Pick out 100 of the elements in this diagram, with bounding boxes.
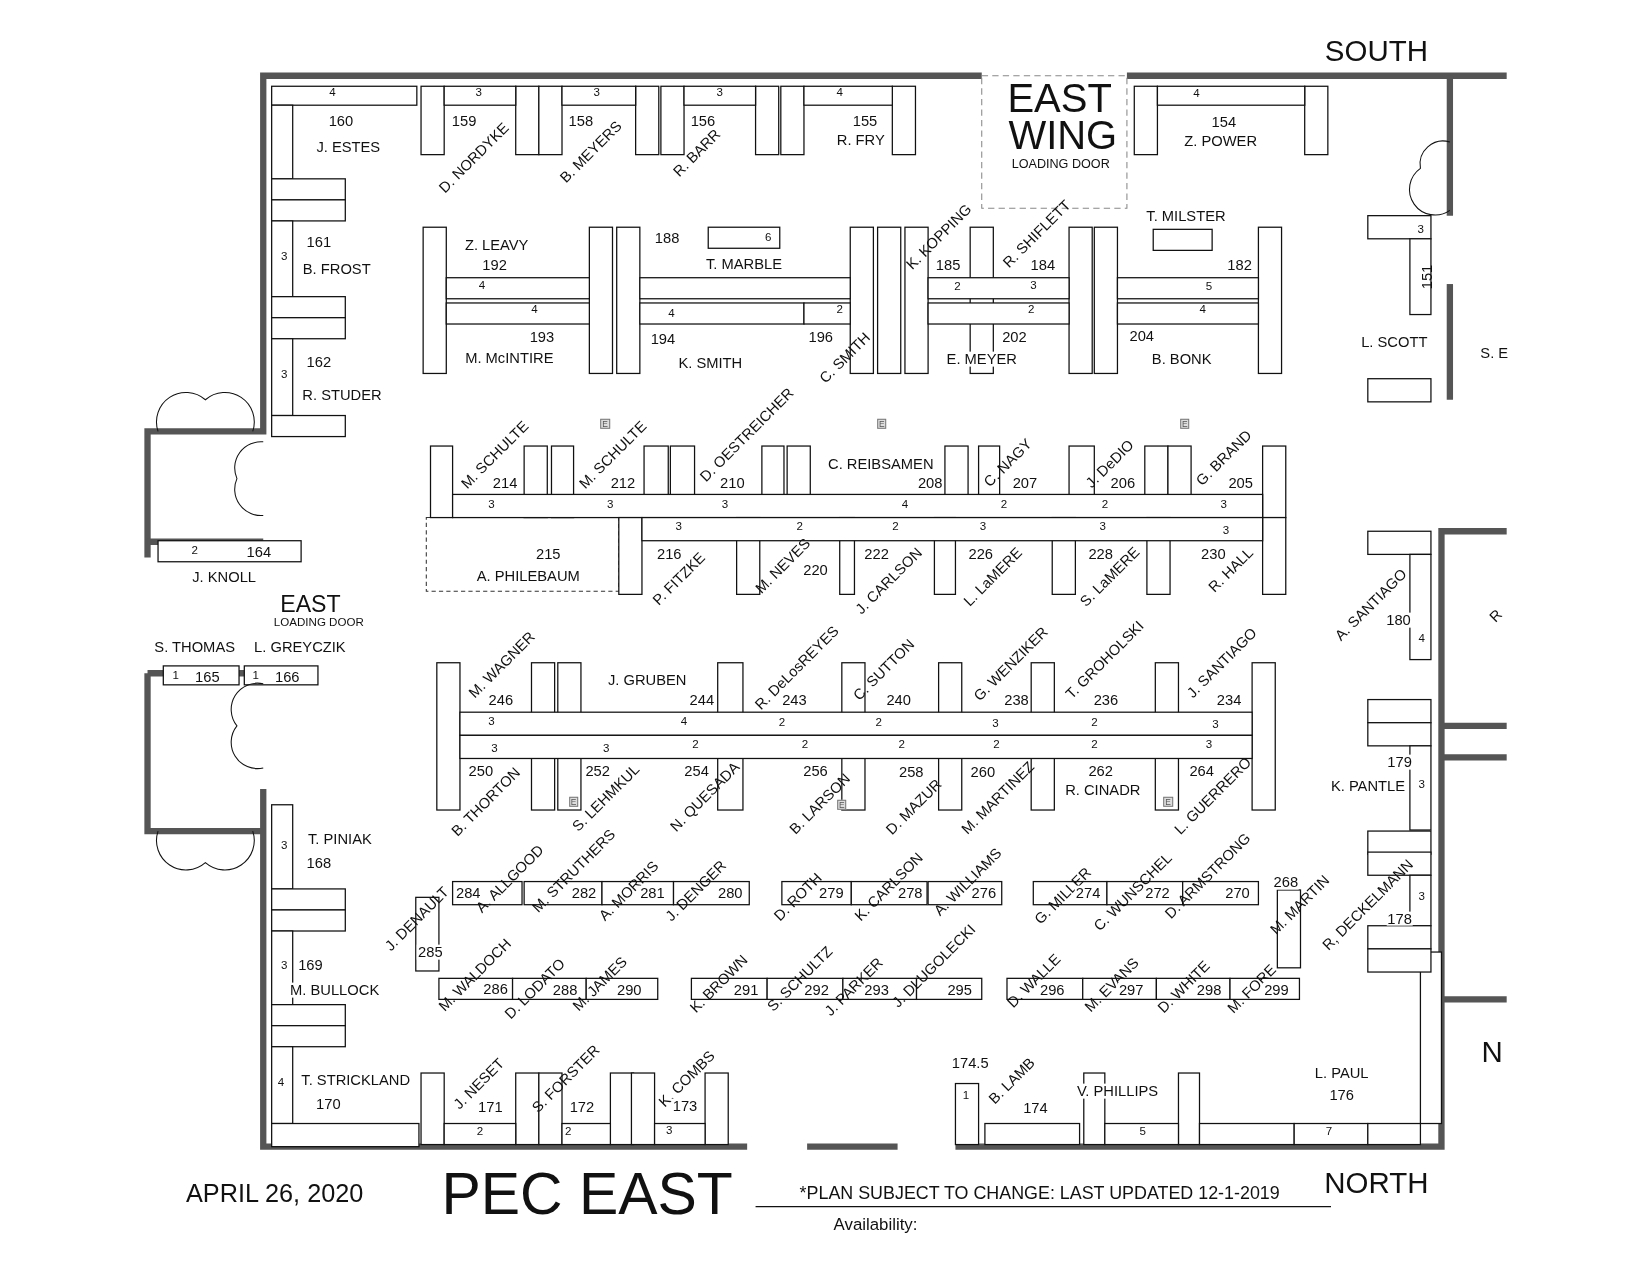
- room-number: 166: [274, 669, 301, 684]
- seat-count: 4: [667, 307, 676, 320]
- seat-count: 2: [897, 739, 907, 751]
- seat-count: 2: [874, 717, 883, 729]
- room-number: 208: [916, 475, 944, 491]
- footer-text: APRIL 26, 2020: [184, 1181, 365, 1207]
- seat-count: 3: [490, 743, 499, 755]
- room-number: 206: [1109, 475, 1137, 491]
- footer-text: Availability:: [832, 1216, 919, 1234]
- seat-count: 4: [679, 716, 689, 728]
- seat-count: 3: [1029, 280, 1038, 292]
- room-number: 196: [807, 329, 835, 345]
- room-number: 236: [1092, 692, 1120, 708]
- room-number: 258: [898, 765, 925, 780]
- plan-title: PEC EAST: [441, 1164, 733, 1224]
- seat-count: 3: [720, 499, 730, 511]
- room-number: 154: [1210, 114, 1238, 130]
- seat-count: 3: [1204, 739, 1214, 751]
- occupant-name: S. THOMAS: [153, 639, 236, 655]
- room-number: 172: [568, 1099, 596, 1115]
- seat-count: 3: [279, 840, 289, 852]
- seat-count: 3: [592, 86, 601, 99]
- room-number: 161: [305, 234, 333, 250]
- occupant-name: K. PANTLE: [1329, 778, 1407, 794]
- room-number: 207: [1011, 475, 1039, 491]
- seat-count: 3: [279, 368, 289, 381]
- seat-count: 4: [1192, 87, 1201, 100]
- room-number: 168: [305, 855, 333, 871]
- seat-count: 3: [279, 250, 289, 263]
- room-number: 170: [315, 1096, 342, 1112]
- room-number: 182: [1226, 257, 1253, 273]
- room-number: 244: [688, 692, 716, 708]
- seat-count: 3: [1417, 779, 1426, 791]
- occupant-name: J. ESTES: [315, 139, 382, 155]
- room-number: 194: [649, 331, 677, 347]
- room-number: 165: [194, 669, 221, 684]
- occupant-name: Z. POWER: [1183, 133, 1259, 149]
- room-number: 214: [491, 475, 519, 491]
- seat-count: 3: [991, 718, 1000, 730]
- seat-count: 2: [1090, 739, 1099, 751]
- seat-count: 3: [978, 521, 988, 533]
- seat-count: 2: [1100, 499, 1110, 511]
- room-number: 205: [1227, 475, 1254, 491]
- room-number: 156: [689, 113, 717, 129]
- outlet-marker: E: [1163, 796, 1173, 808]
- seat-count: 2: [800, 739, 810, 751]
- occupant-name: R. FRY: [835, 132, 886, 148]
- occupant-name: A. PHILEBAUM: [475, 568, 581, 583]
- occupant-name: R. STUDER: [301, 387, 383, 402]
- seat-count: 3: [1219, 499, 1229, 511]
- seat-count: 4: [328, 86, 337, 99]
- seat-count: 4: [1417, 632, 1426, 645]
- seat-count: 3: [1417, 890, 1426, 903]
- seat-count: 3: [1098, 521, 1107, 533]
- seat-count: 1: [171, 669, 180, 682]
- seat-count: 3: [487, 716, 496, 728]
- seat-count: 2: [795, 521, 804, 533]
- room-number: 184: [1029, 257, 1057, 273]
- occupant-name: B. FROST: [301, 262, 372, 277]
- occupant-name: E. MEYER: [945, 351, 1018, 367]
- seat-count: 3: [674, 521, 683, 533]
- room-number: 212: [609, 475, 637, 491]
- room-number: 164: [245, 545, 273, 560]
- seat-count: 3: [715, 86, 724, 99]
- seat-count: 3: [665, 1125, 674, 1137]
- seat-count: 4: [900, 499, 910, 511]
- seat-count: 2: [999, 499, 1009, 511]
- room-number: 155: [851, 113, 879, 129]
- outlet-marker: E: [877, 418, 887, 430]
- room-number: 174.5: [950, 1055, 990, 1071]
- room-number: 240: [885, 692, 912, 708]
- room-number: 284: [455, 886, 482, 901]
- area-label: LOADING DOOR: [1010, 157, 1111, 171]
- room-number: 243: [781, 692, 808, 708]
- occupant-name: J. GRUBEN: [606, 672, 688, 688]
- occupant-name: T. STRICKLAND: [300, 1072, 412, 1087]
- seat-count: 2: [777, 717, 787, 729]
- seat-count: 4: [276, 1077, 286, 1089]
- seat-count: 3: [1211, 719, 1220, 731]
- seat-count: 2: [992, 739, 1001, 751]
- seat-count: 3: [279, 960, 289, 972]
- seat-count: 4: [477, 280, 487, 292]
- room-number: 285: [417, 944, 444, 960]
- room-number: 215: [534, 546, 562, 561]
- occupant-name: S. E: [1479, 345, 1510, 360]
- occupant-name: V. PHILLIPS: [1075, 1083, 1160, 1099]
- room-number: 174: [1022, 1100, 1049, 1116]
- room-number: 185: [934, 257, 962, 273]
- area-label: LOADING DOOR: [272, 617, 365, 629]
- seat-count: 2: [891, 521, 900, 533]
- occupant-name: C. REIBSAMEN: [827, 456, 935, 472]
- outlet-marker: E: [1180, 418, 1190, 430]
- seat-count: 1: [251, 669, 260, 682]
- room-number: 169: [297, 957, 324, 973]
- occupant-name: T. PINIAK: [307, 831, 373, 847]
- occupant-name: L. PAUL: [1313, 1065, 1370, 1081]
- occupant-name: Z. LEAVY: [463, 237, 530, 253]
- room-number: 202: [1001, 329, 1028, 345]
- room-number: 192: [481, 257, 508, 273]
- room-number: 160: [327, 113, 355, 129]
